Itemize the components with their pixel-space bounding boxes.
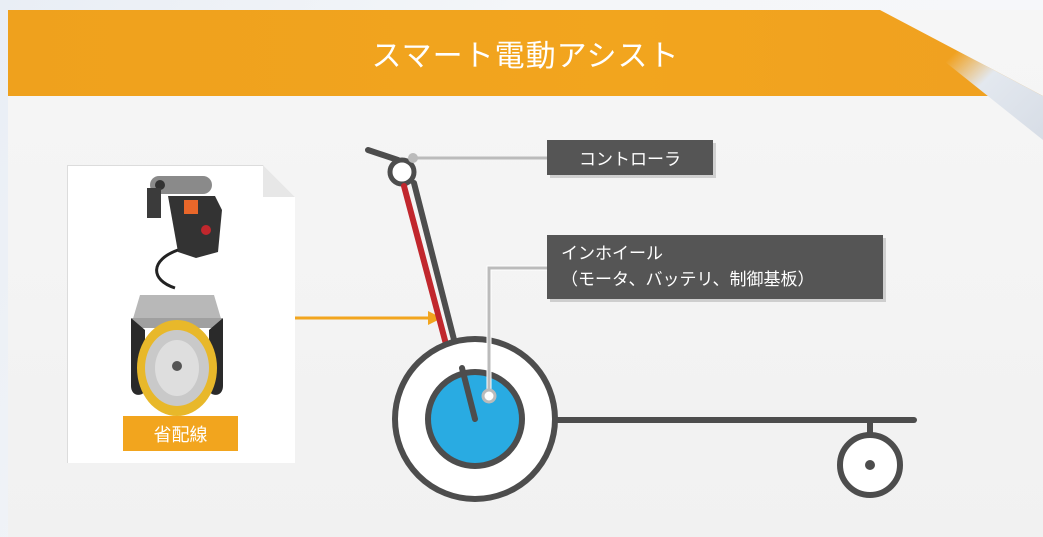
controller-handle-icon (147, 176, 222, 290)
controller-leader-dot (408, 153, 418, 163)
page-title: スマート電動アシスト (371, 39, 680, 74)
in-wheel-callout: インホイール （モータ、バッテリ、制御基板） (547, 235, 883, 299)
handle-grip (365, 147, 401, 163)
in-wheel-callout-detail: （モータ、バッテリ、制御基板） (561, 270, 815, 290)
frame-post-lower (459, 365, 478, 422)
caster-axle (865, 460, 875, 470)
pointer-arrowhead (428, 311, 442, 325)
wiring-saving-badge: 省配線 (123, 416, 238, 451)
controller-ring (387, 157, 417, 187)
title-banner (8, 10, 1043, 96)
in-wheel-callout-title: インホイール (561, 244, 663, 264)
in-wheel-motor-icon (131, 295, 223, 416)
wheel-leader-dot (481, 388, 497, 404)
wheel-leader (487, 266, 548, 396)
controller-callout: コントローラ (547, 140, 713, 175)
